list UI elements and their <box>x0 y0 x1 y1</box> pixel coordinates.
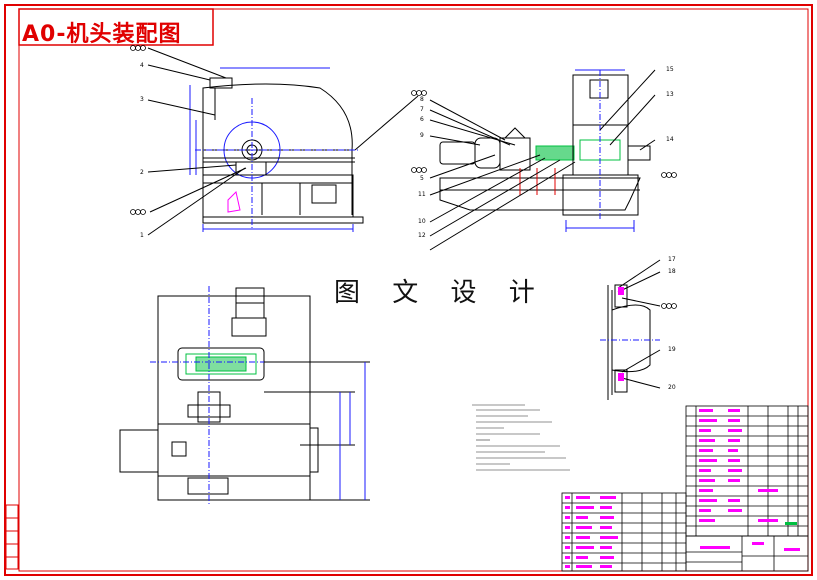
callout-15: 15 <box>666 66 674 73</box>
front-view <box>147 47 419 236</box>
callout-14: 14 <box>666 136 674 143</box>
parts-list <box>561 405 809 572</box>
side-view <box>429 69 656 251</box>
callout-17: 17 <box>668 256 676 263</box>
callout-2: 2 <box>140 169 144 176</box>
callout-11: 11 <box>418 191 426 198</box>
title-block-highlights <box>785 522 797 525</box>
front-view-callouts: 4 3 2 1 <box>140 62 144 239</box>
callout-3: 3 <box>140 96 144 103</box>
watermark-text: 图 文 设 计 <box>334 278 547 308</box>
front-view-balloons <box>130 45 146 215</box>
top-view <box>119 286 370 505</box>
callout-18: 18 <box>668 268 676 275</box>
callout-5: 5 <box>420 175 424 182</box>
inner-frame <box>18 8 809 572</box>
callout-7: 7 <box>420 106 424 113</box>
detail-view-callouts: 17 18 19 20 <box>668 256 676 391</box>
technical-notes <box>472 404 570 471</box>
side-view-callouts: 8 7 6 9 5 11 10 12 15 13 14 <box>418 66 674 239</box>
side-view-balloons <box>411 90 677 178</box>
detail-view <box>600 259 661 400</box>
callout-8: 8 <box>420 96 424 103</box>
callout-10: 10 <box>418 218 426 225</box>
callout-20: 20 <box>668 384 676 391</box>
callout-19: 19 <box>668 346 676 353</box>
sheet-border <box>4 4 813 576</box>
callout-1: 1 <box>140 232 144 239</box>
title-box <box>18 8 214 46</box>
callout-9: 9 <box>420 132 424 139</box>
parts-list-entries <box>565 409 800 568</box>
left-margin-block <box>5 504 19 570</box>
callout-13: 13 <box>666 91 674 98</box>
detail-view-balloons <box>661 303 677 309</box>
drawing-title: A0-机头装配图 <box>22 22 182 47</box>
detail-view-highlight <box>618 287 624 381</box>
callout-6: 6 <box>420 116 424 123</box>
callout-12: 12 <box>418 232 426 239</box>
callout-4: 4 <box>140 62 144 69</box>
